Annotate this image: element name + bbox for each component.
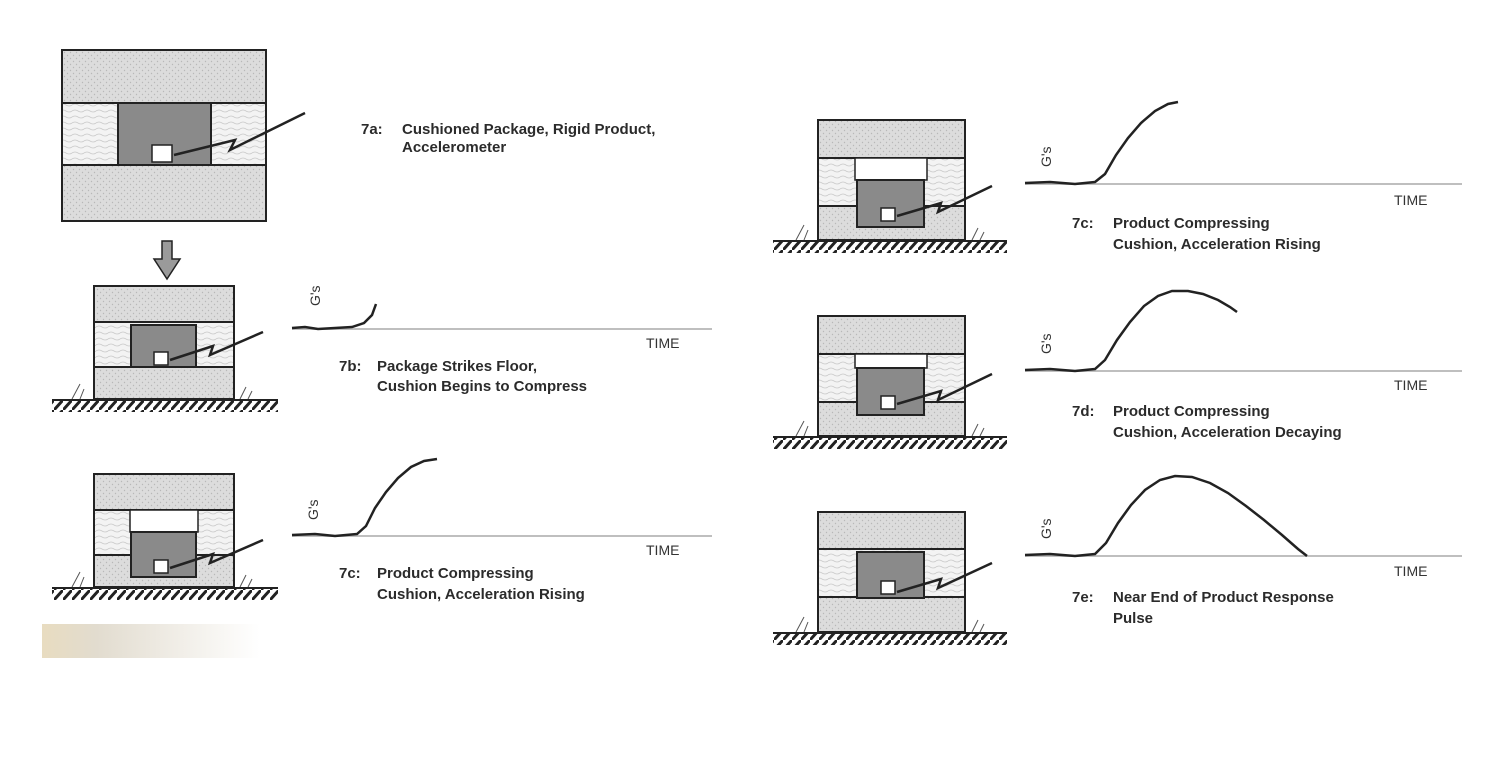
caption-7d-line2: Cushion, Acceleration Decaying: [1113, 424, 1342, 441]
caption-7d-line1: Product Compressing: [1113, 403, 1270, 420]
bottom-cushion: [61, 164, 267, 222]
accelerometer: [151, 144, 173, 163]
caption-7c-left-line2: Cushion, Acceleration Rising: [377, 586, 585, 603]
chart-7c-left: G's TIME: [291, 457, 712, 558]
grass-icon: [795, 224, 985, 241]
accelerometer-cable: [173, 111, 306, 157]
accelerometer: [880, 395, 896, 410]
grass-icon: [795, 420, 985, 437]
grass-icon: [71, 571, 253, 588]
caption-7b-id: 7b:: [339, 358, 362, 375]
y-axis-label: G's: [1038, 333, 1054, 354]
caption-7a-id: 7a:: [361, 121, 383, 138]
accelerometer: [880, 207, 896, 222]
x-axis-label: TIME: [646, 542, 679, 558]
floor: [773, 241, 1007, 253]
caption-7b-line1: Package Strikes Floor,: [377, 358, 537, 375]
floor: [52, 400, 278, 412]
acceleration-curve: [1024, 100, 1179, 186]
x-axis-label: TIME: [646, 335, 679, 351]
floor: [773, 437, 1007, 449]
floor: [52, 588, 278, 600]
package-7b: [71, 285, 264, 400]
caption-7e-id: 7e:: [1072, 589, 1094, 606]
decorative-bar: [42, 624, 260, 658]
acceleration-curve: [1024, 289, 1238, 373]
y-axis-label: G's: [1038, 518, 1054, 539]
drop-arrow-icon: [152, 240, 182, 281]
acceleration-curve: [1024, 474, 1308, 558]
caption-7c-left-id: 7c:: [339, 565, 361, 582]
chart-7c-right: G's TIME: [1024, 100, 1462, 208]
y-axis-label: G's: [1038, 146, 1054, 167]
accelerometer: [153, 351, 169, 366]
top-cushion: [61, 49, 267, 104]
y-axis-label: G's: [307, 285, 323, 306]
caption-7d-id: 7d:: [1072, 403, 1095, 420]
acceleration-curve: [291, 457, 438, 538]
y-axis-label: G's: [305, 499, 321, 520]
x-axis-label: TIME: [1394, 192, 1427, 208]
chart-7e: G's TIME: [1024, 474, 1462, 579]
caption-7e-line2: Pulse: [1113, 610, 1153, 627]
package-7c-right: [795, 119, 993, 241]
package-7c-left: [71, 473, 264, 588]
grass-icon: [71, 383, 253, 400]
package-7e: [795, 511, 993, 633]
accelerometer: [153, 559, 169, 574]
caption-7b-line2: Cushion Begins to Compress: [377, 378, 587, 395]
caption-7e-line1: Near End of Product Response: [1113, 589, 1334, 606]
grass-icon: [795, 616, 985, 633]
caption-7c-left-line1: Product Compressing: [377, 565, 534, 582]
acceleration-curve: [291, 303, 378, 331]
caption-7c-right-line1: Product Compressing: [1113, 215, 1270, 232]
caption-7c-right-line2: Cushion, Acceleration Rising: [1113, 236, 1321, 253]
package-7a: [61, 49, 306, 222]
floor: [773, 633, 1007, 645]
package-7d: [795, 315, 993, 437]
caption-7c-right-id: 7c:: [1072, 215, 1094, 232]
chart-7b: G's TIME: [291, 285, 712, 351]
caption-7a-line1: Cushioned Package, Rigid Product,: [402, 121, 655, 138]
chart-7d: G's TIME: [1024, 289, 1462, 393]
x-axis-label: TIME: [1394, 377, 1427, 393]
caption-7a-line2: Accelerometer: [402, 139, 506, 156]
accelerometer: [880, 580, 896, 595]
x-axis-label: TIME: [1394, 563, 1427, 579]
